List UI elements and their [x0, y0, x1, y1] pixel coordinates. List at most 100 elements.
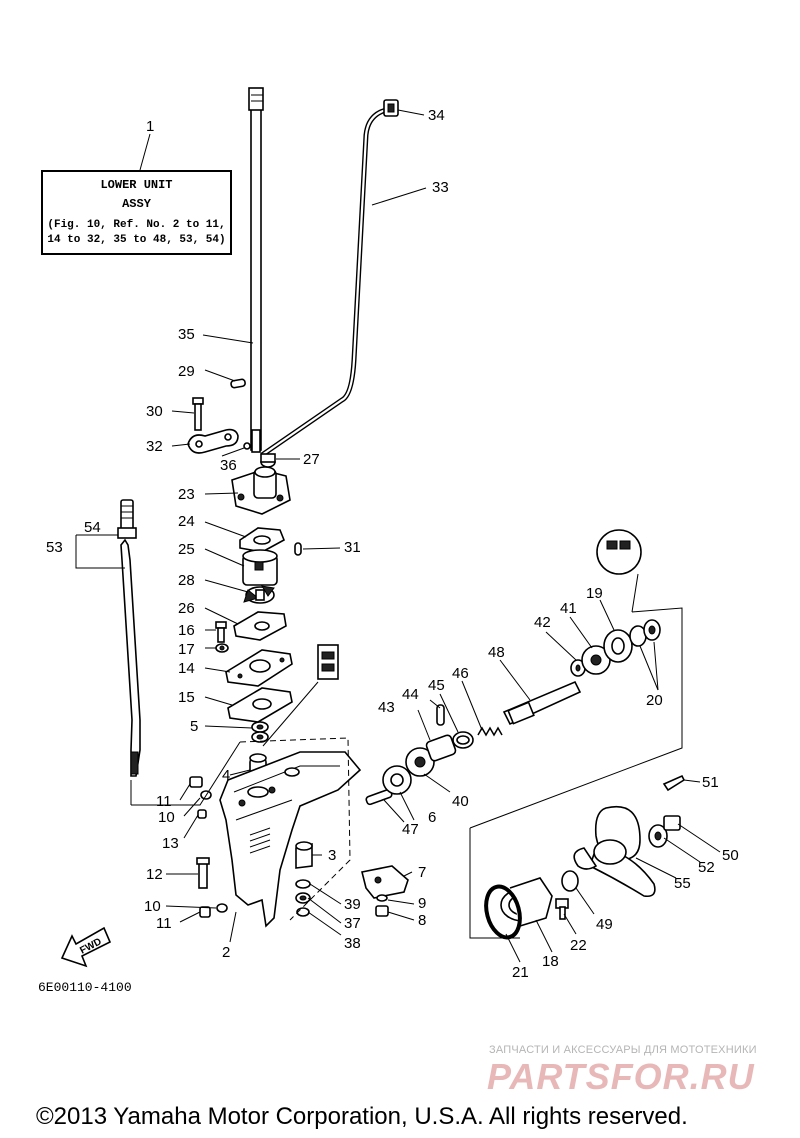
- dog-clutch-43: [425, 734, 457, 762]
- callout-13: 13: [162, 835, 179, 852]
- leader-lines: [139, 109, 721, 963]
- lower-casing: [219, 751, 362, 928]
- gasket-15: [227, 687, 293, 723]
- callout-23: 23: [178, 486, 195, 503]
- spacer-49: [561, 870, 579, 892]
- callout-2: 2: [222, 944, 230, 961]
- callout-46: 46: [452, 665, 469, 682]
- impeller-28: [243, 585, 275, 604]
- water-tube: [260, 99, 399, 458]
- callout-numbers: 1 34 33 35 29 30 32 36 27 23 24 31 53 54…: [46, 107, 739, 981]
- fwd-arrow-icon: FWD: [60, 926, 112, 968]
- callout-12: 12: [146, 866, 163, 883]
- bolt-30: [192, 397, 204, 431]
- callout-29: 29: [178, 363, 195, 380]
- callout-44: 44: [402, 686, 419, 703]
- plate-32: [187, 428, 239, 454]
- pump-base-14: [225, 649, 293, 687]
- callout-50: 50: [722, 847, 739, 864]
- propeller-55: [573, 806, 656, 898]
- pinion-gear-6: [382, 765, 412, 795]
- propeller-shaft-48: [502, 680, 582, 726]
- callout-36: 36: [220, 457, 237, 474]
- drive-shaft: [248, 87, 264, 453]
- callout-15: 15: [178, 689, 195, 706]
- trim-tab-parts: [295, 841, 409, 917]
- callout-18: 18: [542, 953, 559, 970]
- callout-4: 4: [222, 767, 230, 784]
- callout-21: 21: [512, 964, 529, 981]
- callout-1: 1: [146, 118, 154, 135]
- washer-42: [570, 659, 586, 677]
- gasket-24: [239, 527, 286, 553]
- callout-47: 47: [402, 821, 419, 838]
- callout-9: 9: [418, 895, 426, 912]
- cotter-pin-51: [662, 774, 686, 792]
- shift-rod: [117, 499, 141, 777]
- callout-17: 17: [178, 641, 195, 658]
- callout-7: 7: [418, 864, 426, 881]
- nut-50: [663, 815, 681, 831]
- callout-22: 22: [570, 937, 587, 954]
- outer-plate-26: [233, 611, 287, 641]
- fwd-label: FWD: [78, 936, 103, 956]
- callout-3: 3: [328, 847, 336, 864]
- bolt-16: [215, 621, 227, 643]
- callout-48: 48: [488, 644, 505, 661]
- callout-11b: 11: [156, 915, 172, 932]
- callout-54: 54: [84, 519, 101, 536]
- seal-detail-inset-2: [596, 529, 642, 575]
- callout-25: 25: [178, 541, 195, 558]
- pin-31: [294, 542, 302, 556]
- assy-box-line4: 14 to 32, 35 to 48, 53, 54): [47, 234, 226, 246]
- callout-20: 20: [646, 692, 663, 709]
- washer-17: [215, 643, 229, 653]
- callout-28: 28: [178, 572, 195, 589]
- callout-8: 8: [418, 912, 426, 929]
- forward-gear-40: [405, 747, 435, 777]
- callout-11a: 11: [156, 793, 172, 810]
- callout-41: 41: [560, 600, 577, 617]
- callout-10a: 10: [158, 809, 175, 826]
- callout-42: 42: [534, 614, 551, 631]
- callout-27: 27: [303, 451, 320, 468]
- callout-55: 55: [674, 875, 691, 892]
- callout-5: 5: [190, 718, 198, 735]
- lower-unit-assy-label-box: LOWER UNIT ASSY (Fig. 10, Ref. No. 2 to …: [41, 170, 232, 255]
- seals-20: [629, 619, 661, 647]
- callout-49: 49: [596, 916, 613, 933]
- callout-35: 35: [178, 326, 195, 343]
- ring-45: [452, 731, 474, 749]
- spring-46: [477, 726, 503, 737]
- diagram-code: 6E00110-4100: [38, 980, 132, 995]
- seal-detail-inset: [317, 644, 339, 680]
- callout-10b: 10: [144, 898, 161, 915]
- insert-cartridge-25: [242, 549, 278, 586]
- small-fasteners: [189, 776, 228, 918]
- pump-housing-23: [231, 466, 291, 515]
- washer-52: [648, 824, 668, 848]
- copyright-notice: ©2013 Yamaha Motor Corporation, U.S.A. A…: [36, 1103, 688, 1130]
- callout-26: 26: [178, 600, 195, 617]
- callout-31: 31: [344, 539, 361, 556]
- assy-box-line1: LOWER UNIT: [100, 178, 173, 192]
- seals-5: [251, 721, 269, 743]
- callout-43: 43: [378, 699, 395, 716]
- pin-44: [436, 704, 445, 726]
- assy-box-line3: (Fig. 10, Ref. No. 2 to 11,: [47, 219, 226, 231]
- watermark-tagline: ЗАПЧАСТИ И АКСЕССУАРЫ ДЛЯ МОТОТЕХНИКИ: [489, 1044, 757, 1056]
- callout-53: 53: [46, 539, 63, 556]
- callout-45: 45: [428, 677, 445, 694]
- callout-39: 39: [344, 896, 361, 913]
- casing-ribs: [249, 827, 271, 854]
- bolt-22: [555, 898, 569, 920]
- callout-33: 33: [432, 179, 449, 196]
- assy-box-line2: ASSY: [122, 197, 151, 211]
- o-ring-21: [484, 884, 522, 940]
- callout-19: 19: [586, 585, 603, 602]
- assembly-outlines: [75, 534, 683, 939]
- callout-37: 37: [344, 915, 361, 932]
- callout-24: 24: [178, 513, 195, 530]
- callout-6: 6: [428, 809, 436, 826]
